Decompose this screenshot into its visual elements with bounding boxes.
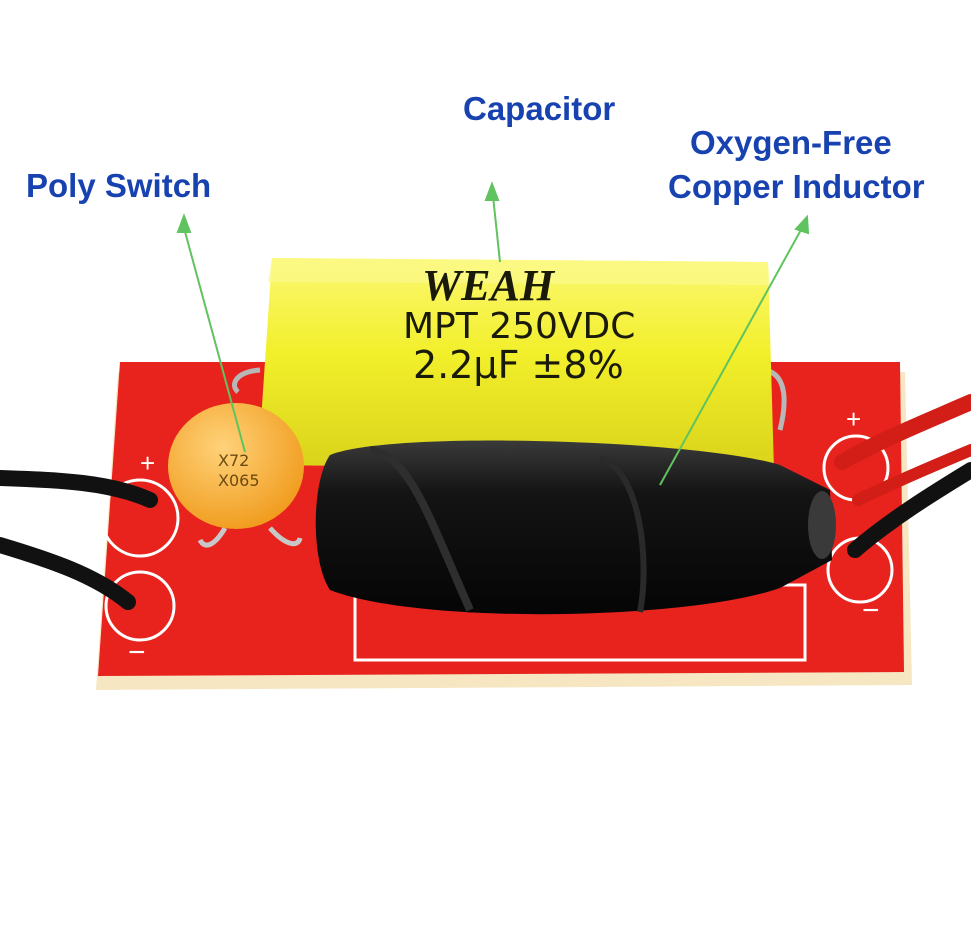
poly-switch-arrow: [183, 227, 246, 453]
pcb-minus-left: −: [128, 636, 146, 669]
capacitor-rating: MPT 250VDC: [403, 306, 635, 347]
inductor-arrow: [659, 227, 803, 486]
inductor-label-line1: Oxygen-Free: [690, 124, 892, 161]
inductor: [315, 440, 836, 615]
poly-switch: X72 X065: [168, 403, 304, 548]
capacitor-brand: WEAH: [422, 261, 556, 310]
poly-switch-label: Poly Switch: [26, 167, 212, 204]
capacitor-arrow: [492, 195, 501, 263]
polyswitch-line2: X065: [218, 471, 260, 490]
capacitor: WEAH MPT 250VDC 2.2μF ±8%: [258, 258, 774, 470]
pcb-minus-right: −: [862, 594, 880, 627]
inductor-label-line2: Copper Inductor: [668, 168, 925, 205]
output-wires: [834, 394, 971, 558]
pcb-plus-right: +: [846, 404, 861, 434]
pcb-plus-left: +: [140, 448, 155, 478]
capacitor-value: 2.2μF ±8%: [413, 343, 624, 387]
capacitor-label: Capacitor: [463, 90, 616, 127]
polyswitch-line1: X72: [218, 451, 249, 470]
callout-arrows: [176, 181, 810, 486]
input-wires: [0, 470, 158, 610]
